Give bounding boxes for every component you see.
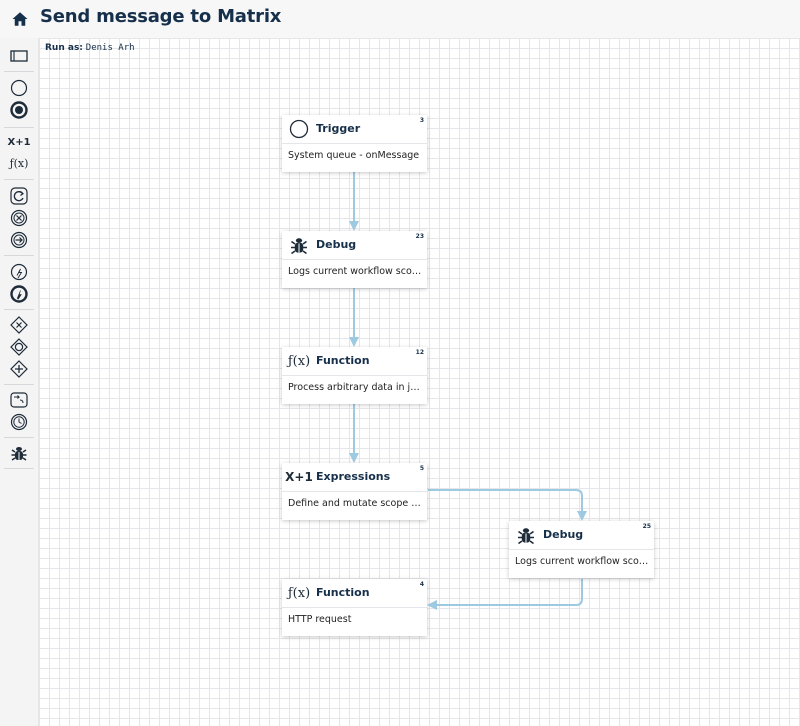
error-icon[interactable] (9, 208, 29, 228)
function-icon: ƒ(x) (288, 583, 310, 603)
run-as-label: Run as: (45, 43, 83, 53)
timer-icon[interactable] (9, 412, 29, 432)
gateway-inclusive-icon[interactable] (9, 337, 29, 357)
node-title: Function (316, 586, 370, 599)
expressions-icon-label: X+1 (285, 470, 313, 484)
node-description: Logs current workflow scop... (288, 266, 423, 277)
node-header: Debug 25 (509, 521, 654, 550)
event-circle-icon[interactable] (9, 78, 29, 98)
node-header: ƒ(x) Function 4 (282, 579, 427, 608)
iterator-icon[interactable] (9, 186, 29, 206)
node-id: 25 (642, 523, 651, 530)
node-description: Logs current workflow scop... (515, 556, 650, 567)
workflow-node-debug[interactable]: Debug 23 Logs current workflow scop... (282, 231, 427, 288)
node-description: Process arbitrary data in js... (288, 382, 423, 393)
page-title: Send message to Matrix (40, 6, 282, 27)
workflow-node-expressions[interactable]: X+1 Expressions 5 Define and mutate scop… (282, 463, 427, 520)
node-header: Trigger 3 (282, 115, 427, 144)
node-header: X+1 Expressions 5 (282, 463, 427, 492)
visual-group-icon[interactable] (9, 46, 29, 66)
tool-sidebar: X+1 ƒ(x) (0, 38, 39, 726)
node-title: Debug (543, 528, 584, 541)
function-icon-label: ƒ(x) (287, 585, 311, 601)
node-title: Debug (316, 238, 357, 251)
expressions-tool[interactable]: X+1 (7, 132, 31, 152)
bug-icon (288, 235, 310, 255)
node-description: HTTP request (288, 614, 352, 625)
page-header: Send message to Matrix (0, 0, 800, 38)
continue-icon[interactable] (9, 230, 29, 250)
node-id: 5 (419, 465, 424, 472)
node-header: Debug 23 (282, 231, 427, 260)
workflow-node-trigger[interactable]: Trigger 3 System queue - onMessage (282, 115, 427, 172)
node-id: 3 (419, 117, 424, 124)
expressions-icon: X+1 (285, 467, 313, 487)
run-as-value: Denis Arh (85, 43, 135, 53)
gateway-exclusive-icon[interactable] (9, 315, 29, 335)
node-header: ƒ(x) Function 12 (282, 347, 427, 376)
function-tool-label: ƒ(x) (9, 156, 29, 170)
trigger-icon (288, 119, 310, 139)
bug-icon (515, 525, 537, 545)
prompt-icon[interactable] (9, 262, 29, 282)
debug-icon[interactable] (9, 443, 29, 463)
expressions-tool-label: X+1 (7, 136, 31, 148)
node-id: 12 (415, 349, 424, 356)
workflow-node-function[interactable]: ƒ(x) Function 12 Process arbitrary data … (282, 347, 427, 404)
run-as-info: Run as: Denis Arh (45, 43, 135, 53)
delay-icon[interactable] (9, 284, 29, 304)
workflow-node-debug-2[interactable]: Debug 25 Logs current workflow scop... (509, 521, 654, 578)
function-tool[interactable]: ƒ(x) (9, 153, 29, 173)
comment-icon[interactable] (9, 390, 29, 410)
function-icon-label: ƒ(x) (287, 353, 311, 369)
node-id: 23 (415, 233, 424, 240)
node-title: Expressions (316, 470, 391, 483)
function-icon: ƒ(x) (288, 351, 310, 371)
workflow-node-function-http[interactable]: ƒ(x) Function 4 HTTP request (282, 579, 427, 636)
node-description: Define and mutate scope v... (288, 498, 423, 509)
node-title: Function (316, 354, 370, 367)
node-description: System queue - onMessage (288, 150, 420, 161)
node-title: Trigger (316, 122, 361, 135)
end-event-icon[interactable] (9, 100, 29, 120)
node-id: 4 (419, 581, 424, 588)
home-icon[interactable] (11, 10, 29, 28)
gateway-parallel-icon[interactable] (9, 359, 29, 379)
